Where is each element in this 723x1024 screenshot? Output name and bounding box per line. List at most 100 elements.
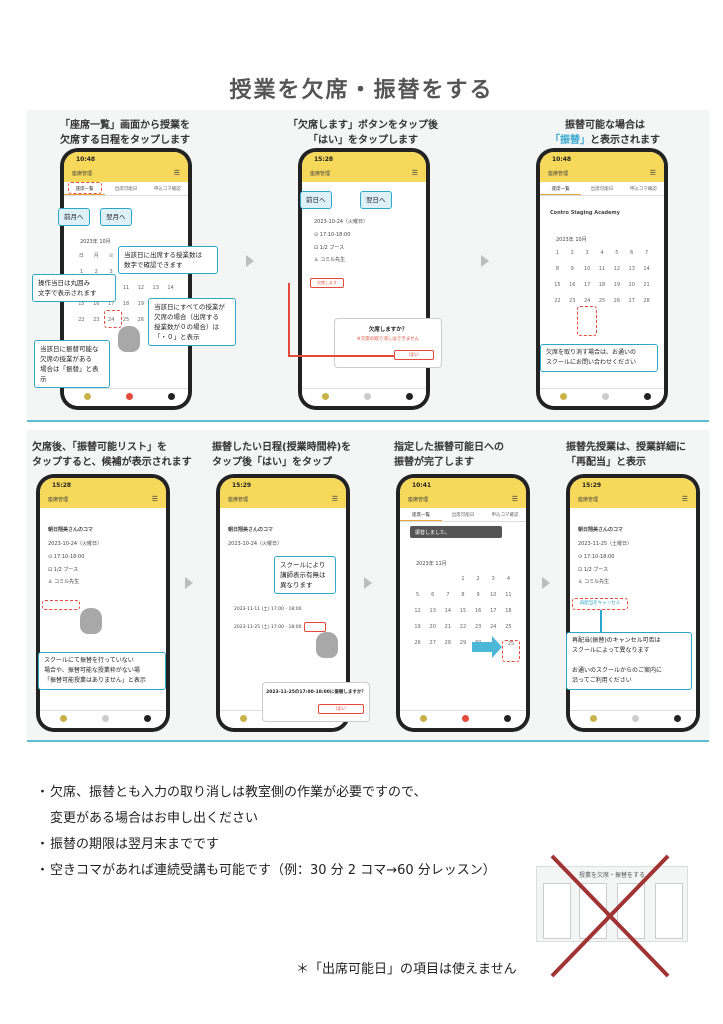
tab-confirm[interactable]: 申込コマ確認 bbox=[153, 187, 181, 192]
month-label: 2023年 11月 bbox=[416, 561, 447, 567]
notification-icon[interactable] bbox=[364, 393, 371, 400]
home-icon[interactable] bbox=[84, 393, 91, 400]
tap-hand-icon bbox=[316, 632, 338, 658]
notification-icon[interactable] bbox=[126, 393, 133, 400]
tab-seats[interactable]: 座席一覧 bbox=[540, 182, 582, 195]
month-label: 2023年 10月 bbox=[556, 237, 587, 243]
slot-1[interactable]: 2023-11-11 (土) 17:00 - 18:00 bbox=[234, 607, 302, 612]
tap-hand-icon bbox=[80, 608, 102, 634]
home-icon[interactable] bbox=[60, 715, 67, 722]
note-block: ・欠席、振替とも入力の取り消しは教室側の作業が必要ですので、 変更がある場合はお… bbox=[36, 780, 496, 884]
lesson-name: 朝日翔美さんのコマ bbox=[578, 527, 624, 533]
bottom-nav bbox=[40, 710, 166, 728]
confirm-dialog: 2023-11-25の17:00-18:00に振替しますか？ bbox=[262, 682, 370, 722]
lesson-teacher: ♙ コミル先生 bbox=[578, 579, 610, 585]
step7-caption: 振替先授業は、授業詳細に「再配当」と表示 bbox=[566, 442, 686, 468]
callout-next-month: 翌月へ bbox=[100, 208, 132, 226]
note-item: ・空きコマがあれば連続受講も可能です（例：30 分 2 コマ→60 分レッスン） bbox=[36, 863, 496, 878]
arrow-right-icon bbox=[542, 577, 550, 589]
cross-out-icon bbox=[550, 854, 670, 978]
app-title: 座席管理 bbox=[548, 171, 569, 177]
callout-prev-month: 前月へ bbox=[58, 208, 90, 226]
note-item: 変更がある場合はお申し出ください bbox=[50, 811, 259, 826]
lesson-room: ⊡ 1/2 ブース bbox=[48, 567, 79, 573]
menu-icon[interactable]: ☰ bbox=[331, 495, 338, 503]
menu-icon[interactable]: ☰ bbox=[681, 495, 688, 503]
menu-icon[interactable]: ☰ bbox=[511, 495, 518, 503]
tab-available[interactable]: 出席可能日 bbox=[590, 187, 614, 192]
notification-icon[interactable] bbox=[462, 715, 469, 722]
callout-today: 操作当日は丸囲み 文字で表示されます bbox=[32, 274, 116, 302]
home-icon[interactable] bbox=[322, 393, 329, 400]
arrow-right-icon bbox=[246, 255, 254, 267]
note-item: ・欠席、振替とも入力の取り消しは教室側の作業が必要ですので、 bbox=[36, 785, 427, 800]
lesson-time: ⊙ 17:10-18:00 bbox=[314, 232, 351, 238]
menu-icon[interactable]: ☰ bbox=[411, 169, 418, 177]
home-icon[interactable] bbox=[420, 715, 427, 722]
note-item: ・振替の期限は翌月末までです bbox=[36, 837, 220, 852]
slot-select-button[interactable] bbox=[304, 622, 326, 632]
step3-caption: 振替可能な場合は 「振替」と表示されます bbox=[550, 120, 660, 146]
dialog-title: 2023-11-25の17:00-18:00に振替しますか？ bbox=[266, 690, 366, 695]
profile-icon[interactable] bbox=[504, 715, 511, 722]
home-icon[interactable] bbox=[590, 715, 597, 722]
connector-line bbox=[288, 283, 290, 355]
lesson-teacher: ♙ コミル先生 bbox=[314, 257, 346, 263]
arrow-right-icon bbox=[364, 577, 372, 589]
tab-available[interactable]: 出席可能日 bbox=[114, 187, 138, 192]
arrow-pointer-icon bbox=[472, 642, 494, 652]
notification-icon[interactable] bbox=[602, 393, 609, 400]
home-icon[interactable] bbox=[240, 715, 247, 722]
footnote: ＊「出席可能日」の項目は使えません bbox=[296, 962, 517, 977]
profile-icon[interactable] bbox=[406, 393, 413, 400]
tab-available[interactable]: 出席可能日 bbox=[451, 513, 475, 518]
step4-caption: 欠席後、「振替可能リスト」をタップすると、候補が表示されます bbox=[32, 442, 192, 468]
home-icon[interactable] bbox=[560, 393, 567, 400]
notification-icon[interactable] bbox=[102, 715, 109, 722]
menu-icon[interactable]: ☰ bbox=[173, 169, 180, 177]
profile-icon[interactable] bbox=[644, 393, 651, 400]
profile-icon[interactable] bbox=[168, 393, 175, 400]
step6-caption: 指定した振替可能日への振替が完了します bbox=[394, 442, 504, 468]
cancel-reassign-button[interactable]: 再配当をキャンセル bbox=[572, 598, 628, 610]
slot-2[interactable]: 2023-11-25 (土) 17:00 - 18:00 bbox=[234, 625, 302, 630]
profile-icon[interactable] bbox=[674, 715, 681, 722]
month-label: 2023年 10月 bbox=[80, 239, 111, 245]
lesson-name: 朝日翔美さんのコマ bbox=[228, 527, 274, 533]
bottom-nav bbox=[570, 710, 696, 728]
callout-teacher-display: スクールにより 講師表示有無は 異なります bbox=[274, 556, 336, 594]
lesson-time: ⊙ 17:10-18:00 bbox=[578, 554, 615, 560]
status-time: 15:29 bbox=[570, 478, 696, 492]
absent-button[interactable]: 欠席します bbox=[310, 278, 344, 288]
status-time: 10:48 bbox=[540, 152, 664, 166]
menu-icon[interactable]: ☰ bbox=[151, 495, 158, 503]
tab-seats[interactable]: 座席一覧 bbox=[64, 182, 106, 195]
callout-cancel-policy: 再配当(振替)のキャンセル可否は スクールによって異なります お通いのスクールか… bbox=[566, 632, 692, 690]
toast: 振替しました。 bbox=[410, 526, 502, 538]
step1-caption: 「座席一覧」画面から授業を欠席する日程をタップします bbox=[60, 120, 190, 146]
lesson-name: 朝日翔美さんのコマ bbox=[48, 527, 94, 533]
arrow-pointer-icon bbox=[492, 636, 502, 658]
connector-line bbox=[600, 610, 602, 634]
lesson-date: 2023-10-24（火曜日） bbox=[228, 541, 283, 547]
section-divider bbox=[27, 420, 709, 422]
step2-caption: 「欠席します」ボタンをタップ後「はい」をタップします bbox=[288, 120, 438, 146]
app-title: 座席管理 bbox=[72, 171, 93, 177]
notification-icon[interactable] bbox=[632, 715, 639, 722]
app-title: 座席管理 bbox=[48, 497, 69, 503]
transfer-list-button[interactable] bbox=[42, 600, 80, 610]
dialog-title: 欠席しますか？ bbox=[368, 327, 408, 333]
status-time: 10:41 bbox=[400, 478, 526, 492]
bottom-nav bbox=[302, 388, 426, 406]
arrow-right-icon bbox=[185, 577, 193, 589]
profile-icon[interactable] bbox=[144, 715, 151, 722]
menu-icon[interactable]: ☰ bbox=[649, 169, 656, 177]
tab-confirm[interactable]: 申込コマ確認 bbox=[491, 513, 519, 518]
tab-seats[interactable]: 座席一覧 bbox=[400, 508, 442, 521]
bottom-nav bbox=[400, 710, 526, 728]
yes-button[interactable]: はい bbox=[318, 704, 364, 714]
yes-button[interactable]: はい bbox=[394, 350, 434, 360]
app-title: 座席管理 bbox=[310, 171, 331, 177]
tab-confirm[interactable]: 申込コマ確認 bbox=[629, 187, 657, 192]
